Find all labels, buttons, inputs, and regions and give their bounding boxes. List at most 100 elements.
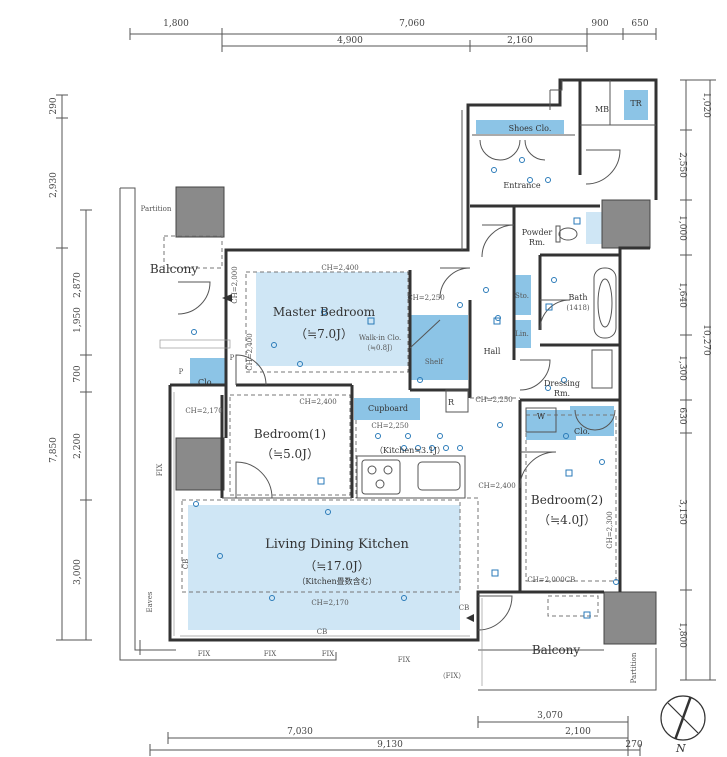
cupboard-fill	[354, 398, 420, 420]
powder-fill	[586, 212, 602, 244]
label-hall: Hall	[484, 347, 501, 356]
dim-left-2870: 2,870	[73, 272, 83, 298]
ceiling-labels: CH=2,400 CH=2,400 CH=2,250 CH=2,250 CH=2…	[182, 264, 614, 636]
label-clo-right: Clo.	[574, 427, 590, 436]
label-balcony-top: Balcony	[150, 262, 198, 276]
dim-left-1950: 1,950	[73, 307, 83, 333]
dim-bottom-7030: 7,030	[287, 727, 313, 737]
label-balcony-bottom: Balcony	[532, 643, 580, 657]
bathtub-inner	[597, 278, 613, 328]
label-bedroom-1-size: （≒5.0J）	[261, 447, 319, 461]
walk-in-clo-fill	[410, 315, 468, 380]
label-mb: MB	[595, 105, 609, 114]
dim-bottom-9130: 9,130	[377, 740, 403, 750]
door-master	[439, 267, 471, 299]
label-p-2: P	[230, 354, 235, 362]
interior-walls	[220, 80, 656, 592]
label-walkin-size: （≒0.8J）	[363, 344, 397, 352]
shoes-clo-doors	[479, 139, 546, 161]
ch-balcony: CH=2,000	[231, 266, 239, 303]
label-bedroom-1: Bedroom(1)	[254, 427, 326, 441]
electrical-marks	[191, 157, 619, 619]
dim-left-7850: 7,850	[49, 437, 59, 463]
label-bedroom-2: Bedroom(2)	[531, 493, 603, 507]
bathtub	[593, 267, 617, 339]
label-fix-note: （FIX）	[439, 672, 466, 680]
toilet	[558, 227, 578, 241]
label-fix-5: FIX	[156, 464, 164, 477]
label-tr: TR	[630, 99, 642, 108]
door-bed2	[519, 451, 557, 489]
door-bed1-clo	[235, 354, 267, 386]
shoes-clo-fill	[476, 120, 564, 134]
sto-fill	[513, 275, 531, 315]
dashed-outlines	[163, 235, 617, 686]
dim-right-1300: 1,300	[677, 355, 687, 381]
ldk-fill	[188, 505, 460, 630]
dim-left-3000: 3,000	[73, 559, 83, 585]
dim-right-1000: 1,000	[677, 215, 687, 241]
label-sto: Sto.	[515, 292, 529, 300]
dim-left-290: 290	[49, 97, 59, 114]
refrigerator	[445, 389, 469, 413]
label-shelf: Shelf	[425, 358, 445, 366]
label-ldk: Living Dining Kitchen	[265, 537, 409, 552]
door-entrance	[585, 149, 621, 185]
dim-top-2160: 2,160	[507, 36, 533, 46]
room-labels: MB TR Shoes Clo. Entrance Powder Rm. Bat…	[141, 99, 643, 683]
door-walkin	[409, 319, 441, 349]
ch-bed2-bottom: CH=2,000	[527, 576, 564, 584]
cb-bed2: CB	[565, 576, 576, 584]
dim-top-7060: 7,060	[399, 19, 425, 29]
label-fix-2: FIX	[264, 650, 277, 658]
label-clo-left: Clo.	[198, 378, 214, 387]
ch-master: CH=2,400	[321, 264, 358, 272]
floor-fills	[188, 90, 648, 630]
air-conditioner	[159, 339, 231, 349]
dim-top-4900: 4,900	[337, 36, 363, 46]
clo-left-fill	[190, 358, 226, 386]
column-mid-left	[175, 437, 225, 491]
dim-top-1800: 1,800	[163, 19, 189, 29]
ch-master-side: CH=2,400	[246, 333, 254, 370]
washer	[525, 407, 557, 433]
clo-right-doors	[574, 409, 616, 431]
entry-arrows	[222, 294, 474, 622]
label-partition-top: Partition	[141, 205, 172, 213]
label-master-size: （≒7.0J）	[295, 327, 353, 341]
dim-top-900: 900	[591, 19, 608, 29]
label-entrance: Entrance	[503, 181, 540, 190]
label-fix-3: FIX	[322, 650, 335, 658]
ch-walkin: CH=2,250	[407, 294, 444, 302]
ch-ldk-bottom: CH=2,170	[311, 599, 348, 607]
kitchen-counter	[356, 455, 466, 499]
dim-left-2200: 2,200	[73, 433, 83, 459]
dim-bottom-3070: 3,070	[537, 711, 563, 721]
vanity	[591, 349, 613, 389]
label-ldk-size: （≒17.0J）	[304, 559, 370, 573]
dim-right-1800: 1,800	[677, 622, 687, 648]
label-fix-4: FIX	[398, 656, 411, 664]
label-bath-size: (1418)	[566, 304, 590, 312]
door-balcony-top	[177, 281, 211, 315]
door-dressing	[519, 359, 551, 391]
column-top-right	[601, 199, 651, 249]
cb-bottom: CB	[317, 628, 328, 636]
label-master-bedroom: Master Bedroom	[273, 305, 376, 319]
label-walkin: Walk-in Clo.	[359, 334, 401, 342]
label-powder-rm: Rm.	[529, 238, 545, 247]
columns	[175, 186, 657, 645]
ch-left: CH=2,170	[185, 407, 222, 415]
label-r: R	[448, 398, 455, 407]
dim-left-700: 700	[73, 365, 83, 382]
label-ldk-note: （Kitchen畳数含む）	[297, 576, 376, 586]
label-eaves: Eaves	[146, 591, 154, 612]
ch-bed1: CH=2,400	[299, 398, 336, 406]
clo-right-fill	[570, 406, 614, 436]
label-dressing-rm: Rm.	[554, 389, 570, 398]
ch-ldk-right: CH=2,400	[478, 482, 515, 490]
sink	[417, 461, 461, 491]
dim-right-630: 630	[677, 407, 687, 424]
doors	[177, 139, 621, 631]
